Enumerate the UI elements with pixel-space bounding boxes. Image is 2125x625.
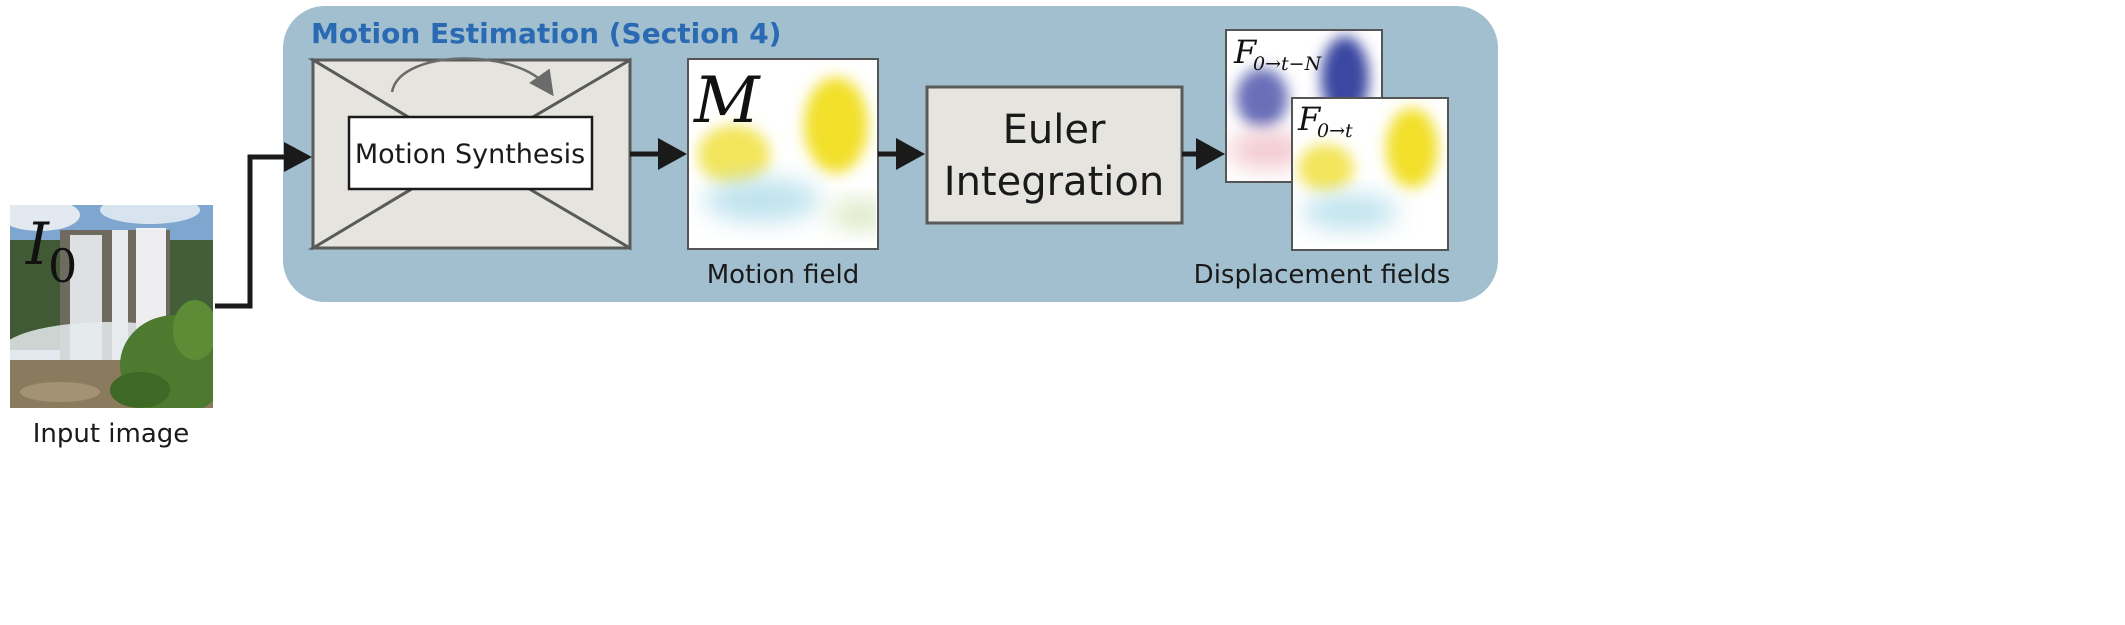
skip-connection-arrow bbox=[390, 57, 554, 97]
section-title: Motion Estimation (Section 4) bbox=[311, 17, 781, 50]
displacement-back-symbol: F bbox=[1233, 33, 1258, 71]
motion-synthesis-label: Motion Synthesis bbox=[355, 139, 585, 170]
euler-line2: Integration bbox=[944, 159, 1164, 205]
displacement-field-front-image bbox=[1298, 108, 1438, 230]
motion-field-symbol: M bbox=[693, 64, 761, 138]
motion-field-caption: Motion field bbox=[707, 260, 860, 290]
euler-line1: Euler bbox=[1003, 107, 1106, 153]
displacement-back-subscript: 0→t−N bbox=[1253, 53, 1323, 75]
euler-integration-box bbox=[925, 85, 1184, 225]
arrowhead-euler bbox=[896, 138, 925, 170]
input-image bbox=[10, 205, 213, 408]
displacement-caption: Displacement fields bbox=[1194, 260, 1451, 290]
displacement-front-symbol: F bbox=[1297, 100, 1322, 138]
input-arrowhead bbox=[284, 142, 312, 172]
input-symbol: I bbox=[25, 210, 50, 278]
input-caption: Input image bbox=[33, 419, 190, 449]
motion-field-image bbox=[698, 77, 876, 230]
arrowhead-motion-field bbox=[658, 138, 687, 170]
displacement-front-subscript: 0→t bbox=[1317, 120, 1353, 142]
input-connector bbox=[215, 154, 290, 309]
input-subscript: 0 bbox=[48, 239, 77, 293]
motion-synthesis-box bbox=[347, 115, 594, 191]
arrowhead-displacement bbox=[1196, 138, 1225, 170]
